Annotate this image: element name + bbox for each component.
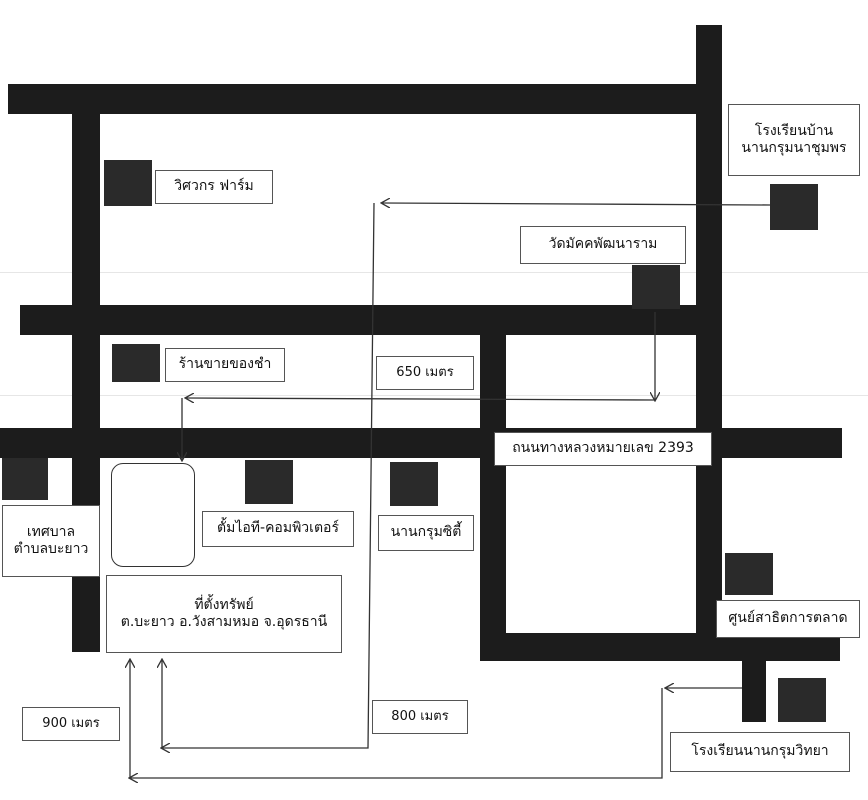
label-text: วิศวกร ฟาร์ม — [174, 178, 254, 195]
label-text: ตั้มไอที-คอมพิวเตอร์ — [217, 520, 339, 537]
label-text: ร้านขายของชำ — [178, 356, 272, 373]
label-text-line2: ตำบลบะยาว — [13, 541, 89, 557]
label-text: วัดมัคคพัฒนาราม — [548, 236, 658, 253]
property-address: ต.บะยาว อ.วังสามหมอ จ.อุดรธานี — [120, 614, 328, 630]
label-text-line2: นานกรุมนาชุมพร — [741, 140, 847, 156]
route-650-left — [186, 398, 656, 400]
building-nakhum-city — [390, 462, 438, 506]
road-right-vertical — [696, 25, 722, 657]
property-title: ที่ตั้งทรัพย์ — [194, 596, 254, 613]
road-inner-vertical — [480, 320, 506, 658]
label-text: นานกรุมซิตี้ — [390, 524, 462, 541]
building-tumjai-computer — [245, 460, 293, 504]
road-middle-horizontal — [20, 305, 722, 335]
label-nakhum-city: นานกรุมซิตี้ — [378, 515, 474, 551]
label-text: ถนนทางหลวงหมายเลข 2393 — [512, 440, 694, 457]
label-municipality: เทศบาล ตำบลบะยาว — [2, 505, 100, 577]
road-bottom-right-vertical — [742, 650, 766, 722]
label-distance-800: 800 เมตร — [372, 700, 468, 734]
scan-line — [0, 395, 868, 396]
label-text: 800 เมตร — [391, 708, 449, 724]
label-market-center: ศูนย์สาธิตการตลาด — [716, 600, 860, 638]
building-municipality — [2, 458, 48, 500]
label-school-nakhum-wittaya: โรงเรียนนานกรุมวิทยา — [670, 732, 850, 772]
label-text: 650 เมตร — [396, 364, 454, 380]
road-highway-2393 — [0, 428, 842, 458]
label-text-line1: โรงเรียนบ้าน — [754, 122, 834, 139]
label-property: ที่ตั้งทรัพย์ ต.บะยาว อ.วังสามหมอ จ.อุดร… — [106, 575, 342, 653]
label-wat: วัดมัคคพัฒนาราม — [520, 226, 686, 264]
road-top-horizontal — [8, 84, 720, 114]
label-highway-2393: ถนนทางหลวงหมายเลข 2393 — [494, 432, 712, 466]
building-wat — [632, 265, 680, 309]
building-school-nakhum-na-chumphon — [770, 184, 818, 230]
property-plot — [111, 463, 195, 567]
label-text: 900 เมตร — [42, 715, 100, 731]
building-wisawakorn-farm — [104, 160, 152, 206]
building-school-nakhum-wittaya — [778, 678, 826, 722]
scan-line — [0, 272, 868, 273]
building-market-center — [725, 553, 773, 595]
label-text: ศูนย์สาธิตการตลาด — [728, 610, 848, 627]
label-distance-650: 650 เมตร — [376, 356, 474, 390]
label-school-nakhum-na-chumphon: โรงเรียนบ้าน นานกรุมนาชุมพร — [728, 104, 860, 176]
label-tumjai-computer: ตั้มไอที-คอมพิวเตอร์ — [202, 511, 354, 547]
label-grocery-store: ร้านขายของชำ — [165, 348, 285, 382]
label-distance-900: 900 เมตร — [22, 707, 120, 741]
label-wisawakorn-farm: วิศวกร ฟาร์ม — [155, 170, 273, 204]
label-text: โรงเรียนนานกรุมวิทยา — [691, 743, 829, 760]
building-grocery-store — [112, 344, 160, 382]
label-text-line1: เทศบาล — [26, 523, 76, 540]
